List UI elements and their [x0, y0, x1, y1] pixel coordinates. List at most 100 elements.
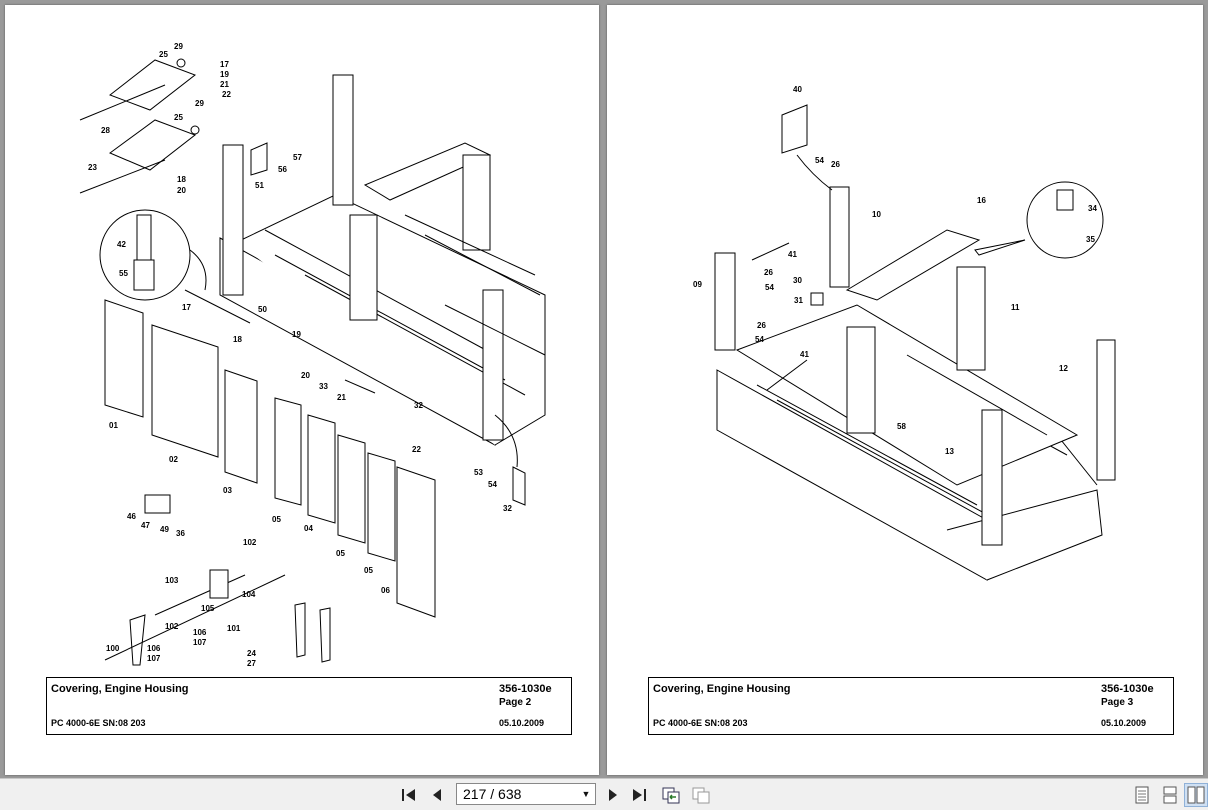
- callout: 46: [127, 512, 136, 521]
- page-label: Page 3: [1101, 697, 1134, 708]
- callout: 28: [101, 126, 110, 135]
- left-parts-drawing: 29 25 17 19 21 22 28 25 29 23 18 20 57 5…: [79, 42, 546, 668]
- callout: 17: [182, 303, 191, 312]
- callout: 58: [897, 422, 906, 431]
- callout: 106: [193, 628, 207, 637]
- model-label: PC 4000-6E SN:08 203: [51, 718, 146, 728]
- callout: 13: [945, 447, 954, 456]
- drawing-title: Covering, Engine Housing: [653, 683, 791, 695]
- callout: 11: [1011, 303, 1020, 312]
- left-callouts: 29 25 17 19 21 22 28 25 29 23 18 20 57 5…: [88, 42, 512, 668]
- first-page-icon[interactable]: [398, 784, 420, 806]
- viewer-toolbar: ▼: [0, 778, 1208, 810]
- callout: 06: [381, 586, 390, 595]
- callout: 49: [160, 525, 169, 534]
- chevron-down-icon[interactable]: ▼: [581, 789, 591, 799]
- mount-brackets: [79, 58, 268, 194]
- callout: 20: [177, 186, 186, 195]
- date-label: 05.10.2009: [499, 718, 545, 728]
- callout: 05: [364, 566, 373, 575]
- callout: 32: [503, 504, 512, 513]
- callout: 102: [243, 538, 257, 547]
- callout: 17: [220, 60, 229, 69]
- callout: 34: [1088, 204, 1097, 213]
- callout: 51: [255, 181, 264, 190]
- callout: 54: [755, 335, 764, 344]
- small-parts: [751, 104, 1104, 391]
- page-number-field[interactable]: ▼: [456, 783, 596, 805]
- callout: 27: [247, 659, 256, 668]
- last-page-icon[interactable]: [628, 784, 650, 806]
- callout: 20: [301, 371, 310, 380]
- frame-structure: [714, 186, 1116, 581]
- callout: 02: [169, 455, 178, 464]
- right-parts-drawing: 40 54 26 10 16 34 35 41 09 26 54 30 31 1…: [693, 85, 1116, 581]
- cover-panels: [104, 289, 436, 618]
- callout: 104: [242, 590, 256, 599]
- callout: 22: [412, 445, 421, 454]
- go-forward-view-icon[interactable]: [690, 784, 712, 806]
- callout: 25: [174, 113, 183, 122]
- callout: 103: [165, 576, 179, 585]
- callout: 05: [272, 515, 281, 524]
- go-back-view-icon[interactable]: [660, 784, 682, 806]
- callout: 05: [336, 549, 345, 558]
- left-page: 29 25 17 19 21 22 28 25 29 23 18 20 57 5…: [5, 5, 599, 775]
- callout: 26: [764, 268, 773, 277]
- callout: 30: [793, 276, 802, 285]
- right-callouts: 40 54 26 10 16 34 35 41 09 26 54 30 31 1…: [693, 85, 1097, 456]
- callout: 10: [872, 210, 881, 219]
- callout: 29: [195, 99, 204, 108]
- date-label: 05.10.2009: [1101, 718, 1147, 728]
- callout: 41: [788, 250, 797, 259]
- callout: 25: [159, 50, 168, 59]
- model-label: PC 4000-6E SN:08 203: [653, 718, 748, 728]
- page-label: Page 2: [499, 697, 532, 708]
- callout: 33: [319, 382, 328, 391]
- callout: 102: [165, 622, 179, 631]
- callout: 31: [794, 296, 803, 305]
- callout: 01: [109, 421, 118, 430]
- callout: 26: [831, 160, 840, 169]
- callout: 26: [757, 321, 766, 330]
- callout: 18: [233, 335, 242, 344]
- callout: 19: [220, 70, 229, 79]
- detail-circle: [99, 209, 207, 301]
- callout: 106: [147, 644, 161, 653]
- callout: 36: [176, 529, 185, 538]
- callout: 105: [201, 604, 215, 613]
- callout: 18: [177, 175, 186, 184]
- callout: 54: [488, 480, 497, 489]
- callout: 47: [141, 521, 150, 530]
- callout: 03: [223, 486, 232, 495]
- callout: 53: [474, 468, 483, 477]
- callout: 107: [193, 638, 207, 647]
- callout: 09: [693, 280, 702, 289]
- callout: 50: [258, 305, 267, 314]
- callout: 23: [88, 163, 97, 172]
- callout: 41: [800, 350, 809, 359]
- title-block: Covering, Engine Housing 356-1030e Page …: [46, 677, 572, 735]
- callout: 42: [117, 240, 126, 249]
- callout: 24: [247, 649, 256, 658]
- callout: 32: [414, 401, 423, 410]
- callout: 21: [337, 393, 346, 402]
- callout: 56: [278, 165, 287, 174]
- callout: 29: [174, 42, 183, 51]
- facing-view-icon[interactable]: [1184, 783, 1208, 807]
- callout: 55: [119, 269, 128, 278]
- prev-page-icon[interactable]: [426, 784, 448, 806]
- single-page-view-icon[interactable]: [1130, 783, 1154, 807]
- doc-number: 356-1030e: [1101, 683, 1154, 695]
- callout: 12: [1059, 364, 1068, 373]
- callout: 100: [106, 644, 120, 653]
- callout: 21: [220, 80, 229, 89]
- callout: 35: [1086, 235, 1095, 244]
- latch-parts: [104, 414, 526, 666]
- continuous-view-icon[interactable]: [1158, 783, 1182, 807]
- page-number-input[interactable]: [457, 785, 577, 803]
- next-page-icon[interactable]: [602, 784, 624, 806]
- callout: 107: [147, 654, 161, 663]
- right-page: 40 54 26 10 16 34 35 41 09 26 54 30 31 1…: [607, 5, 1203, 775]
- frame-structure: [219, 74, 546, 446]
